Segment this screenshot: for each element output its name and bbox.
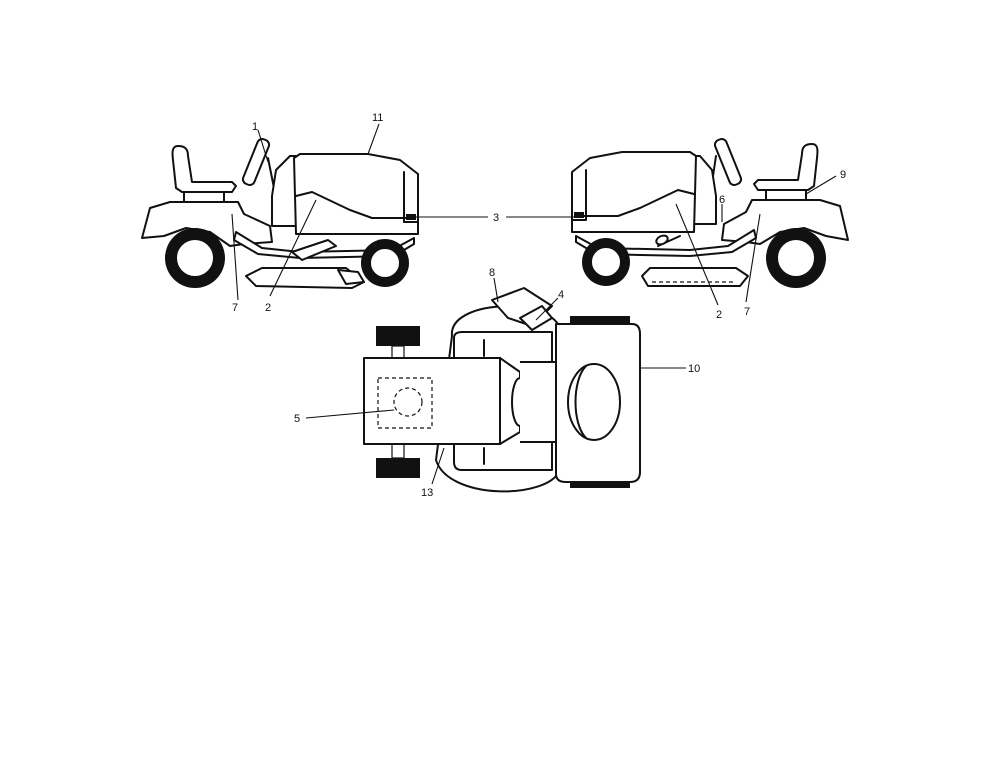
- callout-10: 10: [688, 363, 700, 375]
- steering-wheel-left: [241, 138, 271, 186]
- callout-2-right: 2: [716, 309, 722, 321]
- grille-right: [571, 169, 587, 221]
- callout-8: 8: [489, 267, 495, 279]
- tractor-top-view: [363, 287, 641, 493]
- rear-tire-top-upper: [376, 326, 420, 346]
- callout-2-left: 2: [265, 302, 271, 314]
- decal-5-area: [377, 377, 433, 429]
- tractor-side-view-left: [141, 138, 419, 289]
- callout-7-right: 7: [744, 306, 750, 318]
- grille-left: [403, 171, 419, 223]
- callout-9: 9: [840, 169, 846, 181]
- callout-11: 11: [372, 112, 383, 124]
- tractor-side-view-right: [571, 138, 849, 288]
- callout-7-left: 7: [232, 302, 238, 314]
- mower-deck-right: [641, 267, 749, 287]
- deck-lift-left: [291, 239, 337, 261]
- hood-line-left: [295, 191, 409, 219]
- hood-line-right: [581, 189, 695, 217]
- callout-5: 5: [294, 413, 300, 425]
- decal-3-mark-right: [574, 212, 584, 218]
- hood-emblem-top: [567, 363, 621, 441]
- callout-13: 13: [421, 487, 433, 499]
- seat-right: [753, 143, 819, 191]
- callout-6: 6: [719, 194, 725, 206]
- hood-left: [293, 153, 419, 235]
- steering-wheel-right: [713, 138, 743, 186]
- callout-3: 3: [493, 212, 499, 224]
- callout-1: 1: [252, 121, 258, 133]
- rear-tire-top-lower: [376, 458, 420, 478]
- hood-right: [571, 151, 697, 233]
- seat-left: [171, 145, 237, 193]
- chute-left: [337, 269, 365, 285]
- callout-4: 4: [558, 289, 564, 301]
- callout-numbers: 1 11 2 7 3 2 7 6 9 8 4 5 10 13: [232, 112, 846, 499]
- seat-base-right: [765, 189, 807, 201]
- leader-lines: [231, 123, 837, 485]
- seat-base-left: [183, 191, 225, 203]
